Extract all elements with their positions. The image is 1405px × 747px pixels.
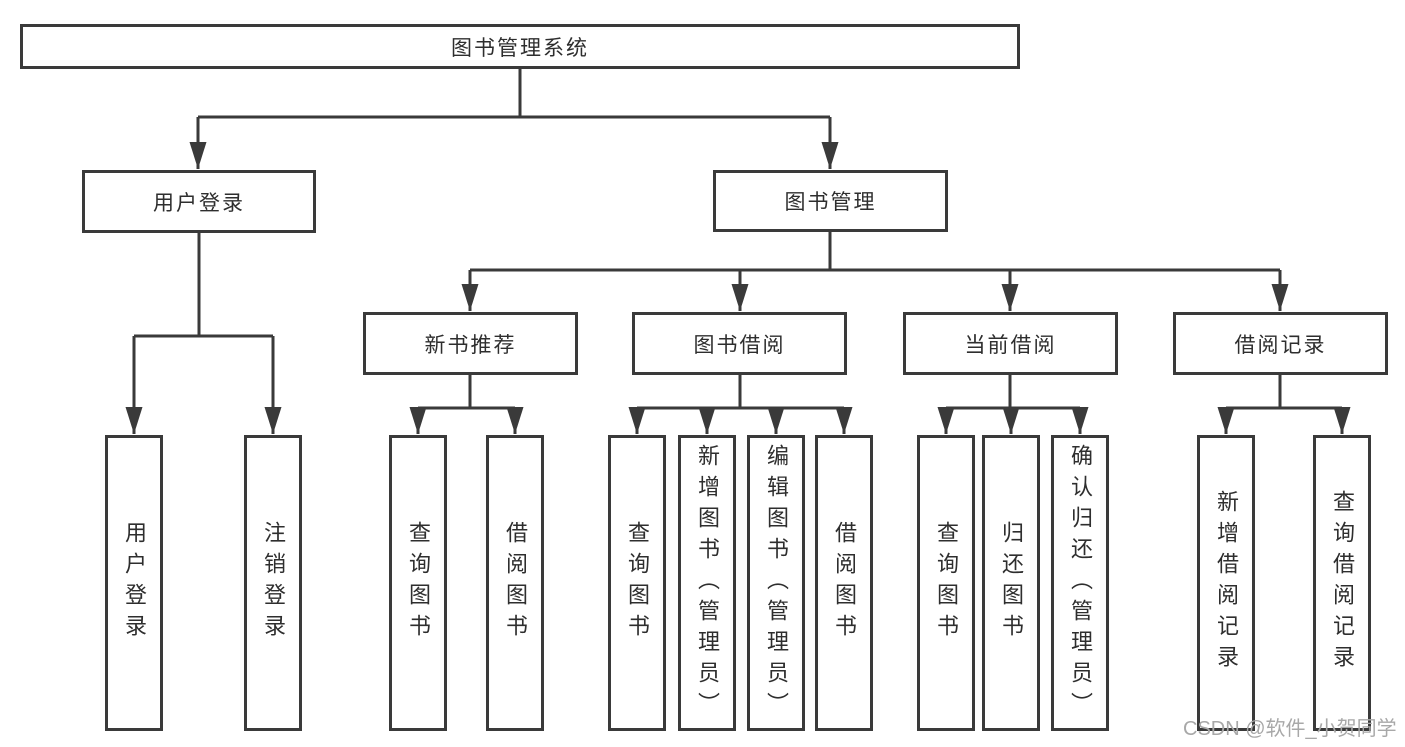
node-label: 新书推荐 bbox=[424, 333, 517, 357]
node-label: 借阅记录 bbox=[1234, 333, 1327, 357]
leaf-confirm-return-admin: 确认归还（管理员） bbox=[1051, 435, 1109, 731]
node-label: 查询图书 bbox=[406, 521, 431, 645]
node-label: 当前借阅 bbox=[964, 333, 1057, 357]
node-label: 借阅图书 bbox=[503, 521, 528, 645]
leaf-search-books-recommend: 查询图书 bbox=[389, 435, 447, 731]
leaf-return-books: 归还图书 bbox=[982, 435, 1040, 731]
node-new-book-recommend: 新书推荐 bbox=[363, 312, 578, 375]
node-label: 归还图书 bbox=[999, 521, 1024, 645]
node-current-borrow: 当前借阅 bbox=[903, 312, 1118, 375]
leaf-search-borrow-record: 查询借阅记录 bbox=[1313, 435, 1371, 731]
node-label: 借阅图书 bbox=[832, 521, 857, 645]
node-label: 用户登录 bbox=[153, 191, 245, 215]
node-label: 注销登录 bbox=[261, 521, 286, 645]
node-label: 图书管理 bbox=[784, 191, 877, 214]
leaf-search-books-current: 查询图书 bbox=[917, 435, 975, 731]
leaf-add-borrow-record: 新增借阅记录 bbox=[1197, 435, 1255, 731]
node-book-borrow: 图书借阅 bbox=[632, 312, 847, 375]
node-user-login: 用户登录 bbox=[82, 170, 316, 233]
node-label: 新增借阅记录 bbox=[1214, 490, 1239, 676]
leaf-borrow-books-recommend: 借阅图书 bbox=[486, 435, 544, 731]
node-label: 图书借阅 bbox=[693, 333, 786, 357]
node-label: 图书管理系统 bbox=[451, 36, 589, 60]
leaf-edit-books-admin: 编辑图书（管理员） bbox=[747, 435, 805, 731]
leaf-borrow-books-borrow: 借阅图书 bbox=[815, 435, 873, 731]
csdn-watermark: CSDN @软件_小贺同学 bbox=[1183, 718, 1397, 740]
node-book-management: 图书管理 bbox=[713, 170, 948, 232]
node-label: 确认归还（管理员） bbox=[1068, 443, 1093, 723]
node-label: 查询图书 bbox=[934, 521, 959, 645]
node-label: 新增图书（管理员） bbox=[695, 443, 720, 723]
node-label: 编辑图书（管理员） bbox=[764, 443, 789, 723]
node-label: 查询图书 bbox=[625, 521, 650, 645]
node-root: 图书管理系统 bbox=[20, 24, 1020, 69]
node-borrow-records: 借阅记录 bbox=[1173, 312, 1388, 375]
leaf-add-books-admin: 新增图书（管理员） bbox=[678, 435, 736, 731]
leaf-user-login: 用户登录 bbox=[105, 435, 163, 731]
node-label: 用户登录 bbox=[122, 521, 147, 645]
leaf-logout: 注销登录 bbox=[244, 435, 302, 731]
node-label: 查询借阅记录 bbox=[1330, 490, 1355, 676]
leaf-search-books-borrow: 查询图书 bbox=[608, 435, 666, 731]
